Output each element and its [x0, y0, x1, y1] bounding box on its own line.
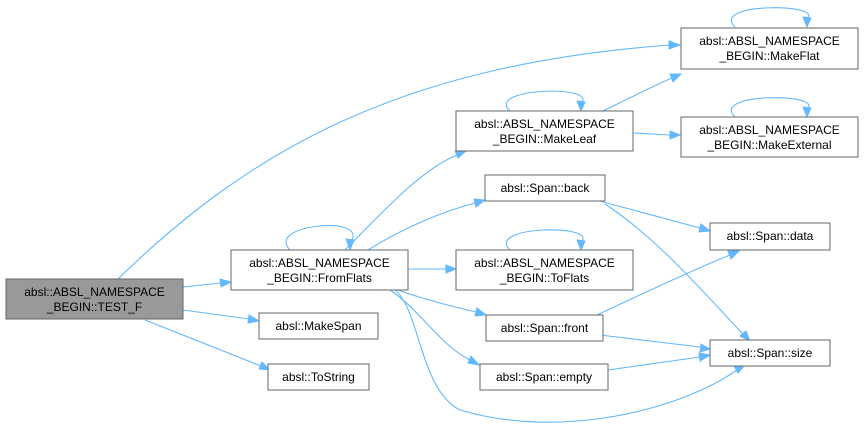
- node-makeexternal-line1: absl::ABSL_NAMESPACE: [699, 123, 840, 137]
- node-span-size-label: absl::Span::size: [728, 346, 813, 360]
- edge-back-size-arrow: [739, 330, 751, 343]
- edge-fromflats-front: [394, 288, 477, 313]
- edge-fromflats-self: [285, 224, 354, 251]
- edge-makeleaf-makeexternal-arrow: [669, 130, 682, 140]
- node-tostring[interactable]: absl::ToString: [267, 363, 370, 391]
- edge-toflats-self: [505, 229, 584, 251]
- node-makeleaf[interactable]: absl::ABSL_NAMESPACE _BEGIN::MakeLeaf: [455, 110, 634, 152]
- edge-front-size: [599, 334, 701, 348]
- edge-back-size: [604, 203, 744, 335]
- edge-testf-makespan-arrow: [247, 314, 261, 324]
- node-tostring-label: absl::ToString: [282, 370, 355, 384]
- edge-fromflats-toflats-arrow: [445, 264, 458, 274]
- node-span-back[interactable]: absl::Span::back: [484, 174, 606, 202]
- edge-testf-tostring: [144, 319, 262, 367]
- node-fromflats-line2: _BEGIN::FromFlats: [266, 271, 372, 285]
- edge-testf-makespan: [182, 309, 250, 320]
- edge-fromflats-back-arrow: [473, 198, 487, 208]
- edge-fromflats-makeleaf: [344, 154, 458, 251]
- edge-back-data-arrow: [698, 223, 712, 233]
- edge-front-size-arrow: [699, 343, 712, 353]
- node-test-f[interactable]: absl::ABSL_NAMESPACE _BEGIN::TEST_F: [5, 278, 184, 320]
- node-span-data-label: absl::Span::data: [727, 229, 814, 243]
- node-makeexternal-line2: _BEGIN::MakeExternal: [706, 138, 831, 152]
- edges: [116, 7, 812, 423]
- edge-front-data: [596, 254, 731, 316]
- node-span-data[interactable]: absl::Span::data: [709, 222, 831, 251]
- edge-testf-tostring-arrow: [258, 361, 272, 371]
- node-makeflat[interactable]: absl::ABSL_NAMESPACE _BEGIN::MakeFlat: [680, 27, 859, 70]
- edge-front-data-arrow: [727, 250, 741, 260]
- node-makeexternal[interactable]: absl::ABSL_NAMESPACE _BEGIN::MakeExterna…: [680, 116, 859, 158]
- edge-makeexternal-self: [730, 97, 810, 118]
- edge-makeleaf-makeflat: [602, 77, 673, 112]
- edge-fromflats-front-arrow: [474, 307, 488, 317]
- edge-toflats-self-arrow: [576, 239, 586, 252]
- edge-fromflats-makeleaf-arrow: [454, 150, 468, 159]
- node-span-empty[interactable]: absl::Span::empty: [479, 363, 609, 391]
- node-makeleaf-line1: absl::ABSL_NAMESPACE: [474, 117, 615, 131]
- edge-back-data: [595, 199, 701, 229]
- edge-testf-makeflat: [116, 44, 671, 281]
- edge-testf-fromflats-arrow: [219, 278, 233, 288]
- nodes: absl::ABSL_NAMESPACE _BEGIN::TEST_F absl…: [5, 27, 859, 391]
- node-span-back-label: absl::Span::back: [501, 181, 591, 195]
- node-span-front[interactable]: absl::Span::front: [485, 314, 604, 342]
- edge-fromflats-empty: [389, 289, 471, 361]
- edge-makeleaf-self: [505, 90, 584, 112]
- edge-empty-size: [607, 356, 701, 371]
- edge-makeleaf-makeflat-arrow: [669, 73, 683, 83]
- node-toflats-line2: _BEGIN::ToFlats: [499, 271, 589, 285]
- node-fromflats[interactable]: absl::ABSL_NAMESPACE _BEGIN::FromFlats: [230, 249, 409, 291]
- node-test-f-line2: _BEGIN::TEST_F: [46, 300, 142, 314]
- node-fromflats-line1: absl::ABSL_NAMESPACE: [249, 256, 390, 270]
- node-span-empty-label: absl::Span::empty: [496, 370, 592, 384]
- node-makeflat-line1: absl::ABSL_NAMESPACE: [699, 34, 840, 48]
- node-makespan[interactable]: absl::MakeSpan: [258, 312, 379, 340]
- node-makeflat-line2: _BEGIN::MakeFlat: [718, 49, 820, 63]
- node-toflats-line1: absl::ABSL_NAMESPACE: [474, 256, 615, 270]
- node-makeleaf-line2: _BEGIN::MakeLeaf: [492, 132, 597, 146]
- edge-makeexternal-self-arrow: [802, 106, 812, 119]
- node-makespan-label: absl::MakeSpan: [275, 319, 361, 333]
- edge-fromflats-size: [394, 289, 738, 423]
- edge-testf-fromflats: [182, 282, 222, 288]
- node-span-front-label: absl::Span::front: [501, 321, 589, 335]
- edge-empty-size-arrow: [698, 352, 712, 362]
- node-toflats[interactable]: absl::ABSL_NAMESPACE _BEGIN::ToFlats: [455, 249, 634, 291]
- edge-testf-makeflat-arrow: [668, 40, 682, 50]
- edge-fromflats-empty-arrow: [467, 355, 481, 366]
- edge-makeleaf-self-arrow: [576, 100, 586, 113]
- edge-makeflat-self-arrow: [802, 16, 812, 29]
- node-test-f-line1: absl::ABSL_NAMESPACE: [24, 285, 165, 299]
- edge-makeflat-self: [730, 7, 810, 28]
- node-span-size[interactable]: absl::Span::size: [709, 339, 831, 367]
- edge-makeleaf-makeexternal: [633, 132, 671, 136]
- edge-fromflats-back: [367, 202, 476, 251]
